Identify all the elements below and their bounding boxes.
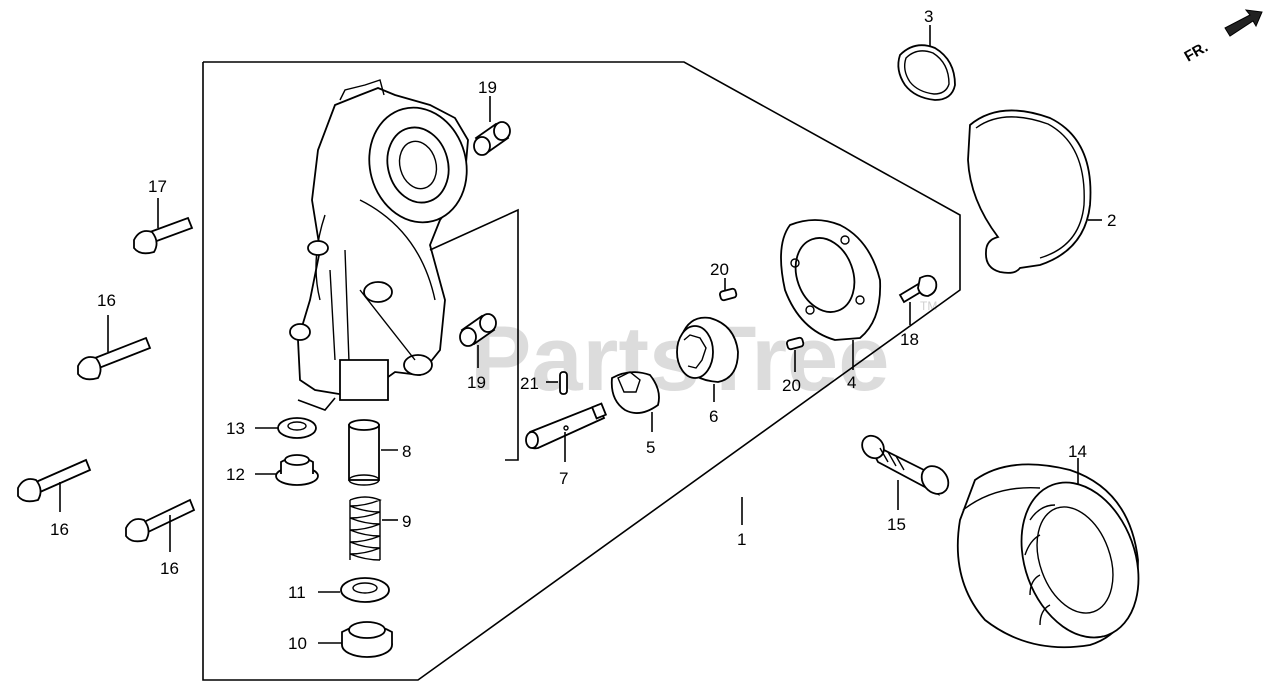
pump-cover-plate-icon (780, 219, 882, 341)
dowel-pin-icon (786, 336, 805, 351)
callout-20a: 20 (710, 260, 729, 279)
callout-10: 10 (288, 634, 307, 653)
callout-19a: 19 (478, 78, 497, 97)
callout-14: 14 (1068, 442, 1087, 461)
callout-17: 17 (148, 177, 167, 196)
callout-5: 5 (646, 438, 655, 457)
spring-icon (349, 496, 382, 561)
watermark-tm: TM (920, 299, 937, 313)
callout-16b: 16 (50, 520, 69, 539)
callout-1: 1 (737, 530, 746, 549)
bracket-lines (429, 208, 519, 461)
relief-valve-piston-icon (348, 419, 380, 486)
callout-16c: 16 (160, 559, 179, 578)
callout-18: 18 (900, 330, 919, 349)
assembly-outline (202, 61, 961, 681)
dowel-collar-icon (473, 121, 511, 156)
callout-15: 15 (887, 515, 906, 534)
pin-icon (559, 371, 568, 395)
sealing-washer-icon (340, 577, 390, 603)
callout-12: 12 (226, 465, 245, 484)
front-label: FR. (1182, 39, 1211, 66)
flange-bolt-icon (125, 498, 196, 543)
callout-4: 4 (847, 373, 856, 392)
callout-21: 21 (520, 374, 539, 393)
flange-bolt-icon (133, 216, 194, 255)
drain-plug-icon (341, 621, 393, 658)
callout-3: 3 (924, 7, 933, 26)
flange-bolt-icon (17, 458, 92, 503)
dowel-pin-icon (719, 287, 738, 302)
flange-bolt-icon (898, 274, 938, 304)
plug-icon (275, 454, 319, 486)
callout-2: 2 (1107, 211, 1116, 230)
sealing-washer-icon (277, 417, 317, 439)
oil-pump-housing-icon (289, 79, 469, 401)
housing-leader (297, 397, 336, 411)
outer-rotor-icon (676, 316, 739, 383)
callout-8: 8 (402, 442, 411, 461)
o-ring-icon (897, 44, 956, 101)
callout-16a: 16 (97, 291, 116, 310)
oil-filter-icon (956, 463, 1140, 649)
pump-shaft-icon (525, 402, 608, 450)
dowel-collar-icon (459, 313, 497, 347)
gasket-icon (967, 109, 1092, 274)
front-direction-arrow: FR. (1182, 9, 1263, 66)
callout-11: 11 (288, 583, 306, 602)
flange-bolt-icon (77, 336, 152, 381)
inner-rotor-icon (610, 371, 660, 414)
threaded-pipe-icon (861, 434, 950, 497)
callout-9: 9 (402, 512, 411, 531)
callout-7: 7 (559, 469, 568, 488)
callout-20b: 20 (782, 376, 801, 395)
callout-19b: 19 (467, 373, 486, 392)
callout-13: 13 (226, 419, 245, 438)
callout-6: 6 (709, 407, 718, 426)
